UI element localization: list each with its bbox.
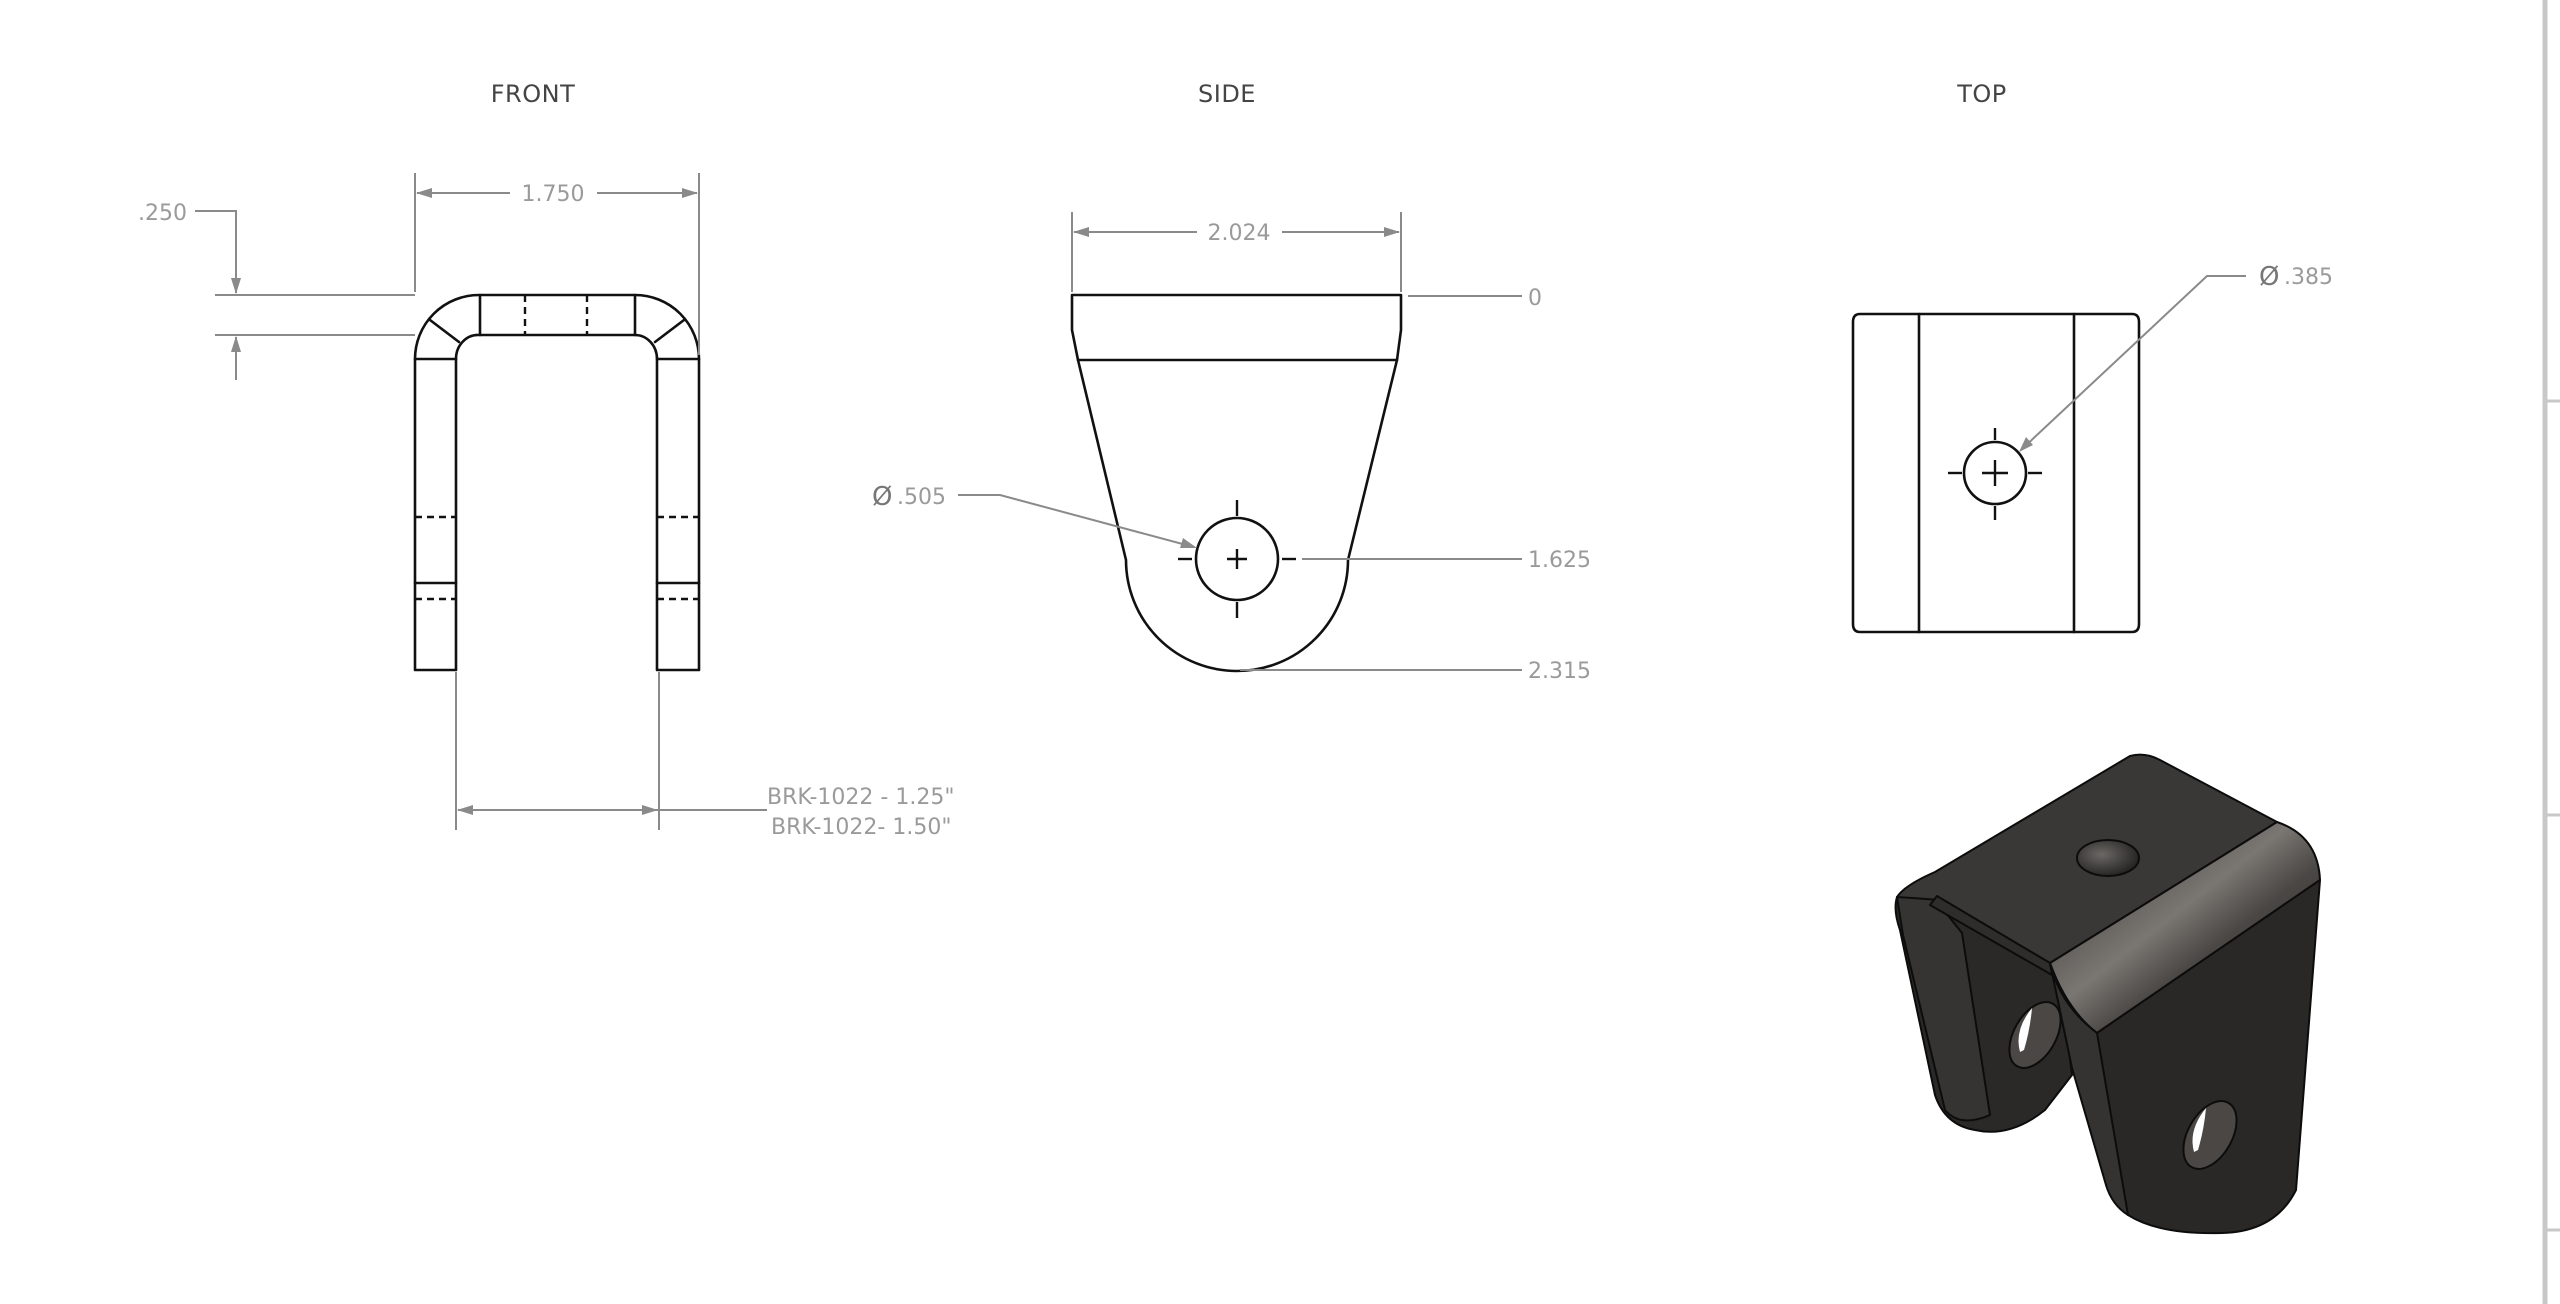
isometric-top-hole — [2076, 839, 2140, 877]
ordinate-top-value: 0 — [1528, 286, 1542, 311]
dimension-front-thickness-value: .250 — [138, 201, 187, 226]
dimension-front-thickness: .250 — [138, 201, 415, 380]
front-view: FRONT — [138, 80, 954, 840]
ordinate-hole-value: 1.625 — [1528, 548, 1591, 573]
dimension-side-hole-value: .505 — [897, 485, 946, 510]
side-view-geometry — [1070, 293, 1403, 673]
sheet-border — [2542, 0, 2560, 1304]
dimension-front-width: 1.750 — [414, 173, 700, 355]
top-view-label: TOP — [1956, 80, 2007, 108]
dimension-front-width-value: 1.750 — [522, 182, 585, 207]
top-view: TOP Ø .385 — [1851, 80, 2333, 634]
isometric-right-hole — [2182, 1100, 2238, 1170]
top-view-geometry — [1851, 312, 2141, 634]
dimension-side-width: 2.024 — [1071, 212, 1402, 292]
top-hole — [1962, 440, 2028, 506]
isometric-view — [1894, 753, 2321, 1235]
dimension-side-hole: Ø .505 — [872, 482, 1197, 548]
dimension-front-gap-line2: BRK-1022- 1.50" — [771, 815, 951, 840]
diameter-symbol-icon: Ø — [872, 482, 892, 512]
front-view-geometry — [413, 293, 701, 672]
diameter-symbol-icon: Ø — [2259, 262, 2279, 292]
ordinate-bottom-value: 2.315 — [1528, 659, 1591, 684]
front-view-label: FRONT — [491, 80, 575, 108]
isometric-left-hole — [2008, 1001, 2062, 1069]
dimension-top-hole: Ø .385 — [2019, 262, 2333, 452]
side-hole — [1194, 516, 1280, 602]
side-view: SIDE 2.024 Ø .505 — [872, 80, 1591, 684]
dimension-side-ordinates: 0 1.625 2.315 — [1240, 286, 1591, 684]
side-view-label: SIDE — [1198, 80, 1256, 108]
dimension-front-gap: BRK-1022 - 1.25" BRK-1022- 1.50" — [455, 672, 954, 840]
dimension-front-gap-line1: BRK-1022 - 1.25" — [767, 785, 954, 810]
isometric-part-render — [1894, 753, 2321, 1235]
dimension-side-width-value: 2.024 — [1208, 221, 1271, 246]
dimension-top-hole-value: .385 — [2284, 265, 2333, 290]
